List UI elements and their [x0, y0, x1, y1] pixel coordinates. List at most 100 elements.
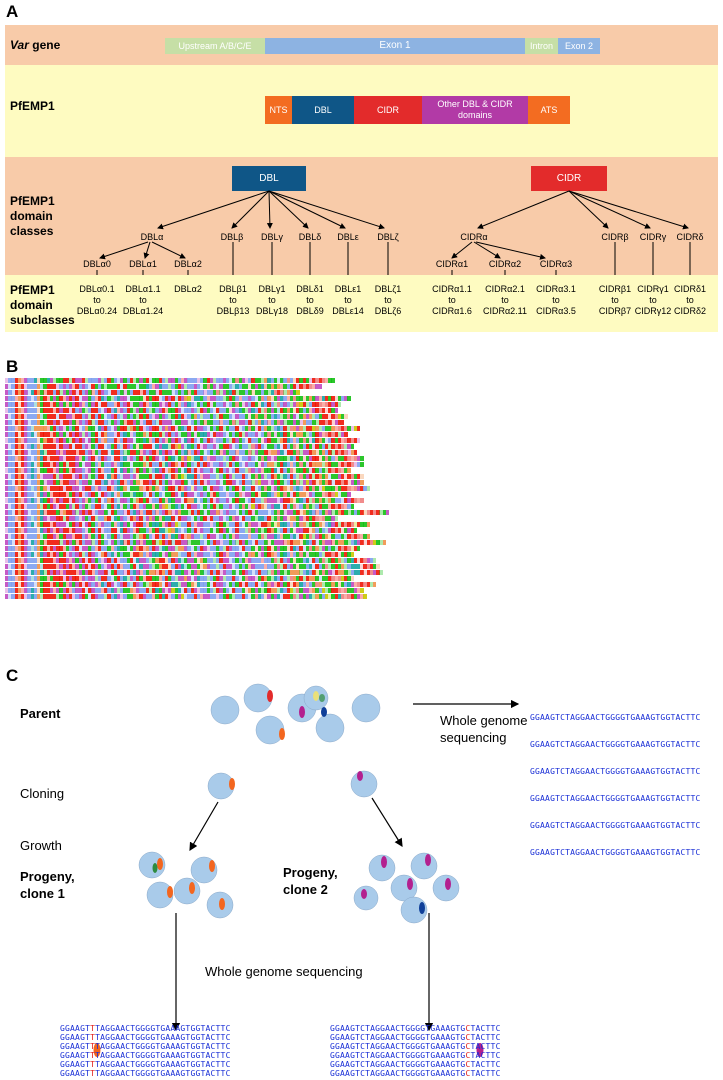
alignment-residue — [155, 414, 159, 419]
alignment-residue — [168, 420, 172, 425]
exon2-segment: Exon 2 — [558, 38, 600, 54]
alignment-residue — [101, 396, 105, 401]
alignment-residue — [97, 396, 102, 401]
alignment-residue — [97, 390, 102, 395]
alignment-residue — [161, 390, 166, 395]
alignment-residue — [235, 378, 239, 383]
alignment-residue — [222, 414, 226, 419]
alignment-residue — [30, 384, 34, 389]
alignment-residue — [235, 396, 239, 401]
clone1-read: GGAAGTTTAGGAACTGGGGTGAAAGTGGTACTTC — [60, 1042, 231, 1051]
alignment-residue — [357, 438, 361, 443]
alignment-residue — [190, 408, 194, 413]
alignment-residue — [8, 384, 12, 389]
alignment-residue — [113, 420, 118, 425]
alignment-residue — [280, 378, 284, 383]
alignment-residue — [136, 384, 140, 389]
alignment-residue — [238, 402, 242, 407]
alignment-residue — [267, 402, 271, 407]
clone2-read: GGAAGTCTAGGAACTGGGGTGAAAGTGCTACTTC — [330, 1060, 501, 1069]
alignment-residue — [5, 378, 9, 383]
alignment-residue — [59, 420, 63, 425]
subclasses-band — [5, 275, 718, 332]
alignment-residue — [184, 408, 188, 413]
alignment-residue — [152, 408, 156, 413]
alignment-residue — [283, 414, 287, 419]
alignment-residue — [11, 378, 15, 383]
alignment-residue — [328, 396, 332, 401]
alignment-residue — [328, 378, 332, 383]
alignment-residue — [104, 402, 108, 407]
alignment-residue — [277, 390, 281, 395]
alignment-residue — [277, 384, 281, 389]
alignment-residue — [197, 384, 201, 389]
alignment-residue — [270, 378, 274, 383]
alignment-residue — [161, 378, 166, 383]
alignment-residue — [123, 408, 127, 413]
alignment-residue — [350, 576, 354, 581]
alignment-residue — [97, 384, 102, 389]
alignment-residue — [69, 390, 73, 395]
alignment-residue — [267, 390, 271, 395]
alignment-residue — [88, 408, 92, 413]
alignment-residue — [129, 414, 134, 419]
alignment-residue — [27, 402, 31, 407]
alignment-residue — [33, 378, 38, 383]
alignment-residue — [11, 390, 15, 395]
alignment-residue — [37, 390, 41, 395]
alignment-residue — [94, 396, 98, 401]
alignment-residue — [213, 402, 217, 407]
alignment-residue — [366, 486, 370, 491]
alignment-residue — [177, 390, 182, 395]
alignment-row — [5, 438, 718, 443]
alignment-residue — [152, 390, 156, 395]
alignment-residue — [286, 378, 290, 383]
alignment-residue — [248, 408, 252, 413]
alignment-residue — [254, 414, 258, 419]
cidr-class-root: CIDR — [531, 166, 607, 191]
alignment-residue — [49, 414, 54, 419]
alignment-residue — [283, 384, 287, 389]
alignment-residue — [309, 396, 313, 401]
alignment-residue — [133, 390, 137, 395]
alignment-residue — [318, 414, 322, 419]
alignment-residue — [171, 414, 175, 419]
alignment-residue — [181, 414, 185, 419]
alignment-residue — [248, 390, 252, 395]
alignment-residue — [251, 378, 255, 383]
alignment-residue — [133, 384, 137, 389]
alignment-residue — [331, 396, 335, 401]
alignment-residue — [334, 414, 338, 419]
alignment-residue — [81, 384, 86, 389]
alignment-residue — [216, 378, 220, 383]
alignment-residue — [88, 390, 92, 395]
alignment-residue — [200, 414, 204, 419]
alignment-residue — [40, 414, 44, 419]
alignment-residue — [40, 390, 44, 395]
alignment-residue — [337, 414, 342, 419]
alignment-residue — [248, 384, 252, 389]
alignment-residue — [235, 402, 239, 407]
alignment-residue — [190, 414, 194, 419]
alignment-residue — [72, 396, 76, 401]
alignment-residue — [305, 396, 310, 401]
alignment-residue — [277, 408, 281, 413]
node-cidra3: CIDRα3 — [539, 259, 573, 269]
alignment-residue — [277, 414, 281, 419]
alignment-residue — [53, 414, 57, 419]
alignment-residue — [264, 408, 268, 413]
alignment-residue — [273, 378, 278, 383]
exon1-segment: Exon 1 — [265, 38, 525, 54]
alignment-residue — [139, 402, 143, 407]
alignment-residue — [296, 396, 300, 401]
alignment-residue — [184, 378, 188, 383]
alignment-residue — [120, 408, 124, 413]
alignment-residue — [120, 420, 124, 425]
alignment-residue — [17, 414, 22, 419]
alignment-row — [5, 426, 718, 431]
alignment-row — [5, 516, 718, 521]
